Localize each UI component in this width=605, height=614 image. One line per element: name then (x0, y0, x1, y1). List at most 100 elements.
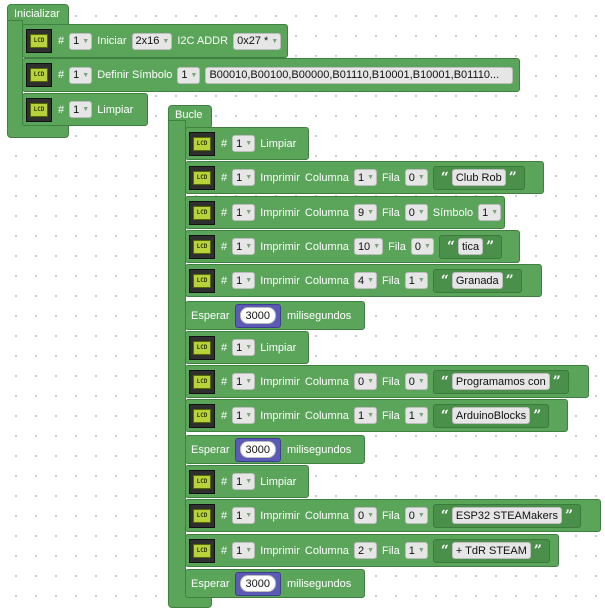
action-label: Imprimir (260, 409, 300, 422)
lcd-clear-block[interactable]: LCD # 1▼ Limpiar (22, 93, 148, 126)
wait-block[interactable]: Esperar 3000 milisegundos (185, 569, 365, 598)
row-label: Fila (388, 240, 406, 253)
lcd-print-block[interactable]: LCD # 1▼ Imprimir Columna 2▼ Fila 1▼ “+ … (185, 534, 559, 567)
ms-value[interactable]: 3000 (239, 575, 277, 592)
text-block[interactable]: “Club Rob” (432, 165, 525, 190)
lcd-number-dropdown[interactable]: 1▼ (69, 66, 93, 84)
text-value[interactable]: ArduinoBlocks (451, 407, 531, 424)
text-value[interactable]: + TdR STEAM (451, 542, 531, 559)
wait-block[interactable]: Esperar 3000 milisegundos (185, 435, 365, 464)
lcd-print-block[interactable]: LCD # 1▼ Imprimir Columna 1▼ Fila 0▼ “Cl… (185, 161, 544, 194)
row-dropdown[interactable]: 0▼ (404, 373, 428, 390)
row-dropdown[interactable]: 0▼ (404, 204, 428, 221)
quote-open-icon: “ (440, 169, 449, 186)
lcd-number-dropdown[interactable]: 1▼ (232, 339, 256, 356)
symbol-dropdown[interactable]: 1▼ (478, 204, 502, 221)
text-block[interactable]: “Programamos con” (432, 369, 569, 394)
text-value[interactable]: Club Rob (451, 169, 506, 186)
lcd-number-dropdown[interactable]: 1▼ (232, 473, 256, 490)
text-block[interactable]: “ArduinoBlocks” (432, 403, 550, 428)
text-block[interactable]: “ESP32 STEAMakers” (432, 503, 582, 528)
lcd-number-dropdown[interactable]: 1▼ (232, 135, 256, 152)
column-dropdown[interactable]: 1▼ (353, 407, 377, 424)
lcd-number-dropdown[interactable]: 1▼ (232, 373, 256, 390)
chevron-down-icon: ▼ (245, 140, 253, 147)
lcd-icon: LCD (189, 200, 215, 225)
text-value[interactable]: tica (457, 238, 484, 255)
row-label: Fila (382, 409, 400, 422)
unit-label: milisegundos (287, 443, 352, 456)
text-block[interactable]: “tica” (438, 234, 503, 259)
row-dropdown[interactable]: 1▼ (404, 542, 428, 559)
ms-value[interactable]: 3000 (239, 441, 277, 458)
action-label: Imprimir (260, 206, 300, 219)
row-dropdown[interactable]: 0▼ (404, 169, 428, 186)
row-dropdown[interactable]: 1▼ (404, 272, 428, 289)
size-dropdown[interactable]: 2x16▼ (131, 32, 173, 50)
quote-close-icon: ” (508, 169, 517, 186)
addr-dropdown[interactable]: 0x27 *▼ (233, 32, 282, 50)
column-dropdown[interactable]: 1▼ (353, 169, 377, 186)
lcd-number-dropdown[interactable]: 1▼ (69, 101, 93, 118)
lcd-print-block[interactable]: LCD # 1▼ Imprimir Columna 0▼ Fila 0▼ “ES… (185, 499, 601, 532)
lcd-print-block[interactable]: LCD # 1▼ Imprimir Columna 1▼ Fila 1▼ “Ar… (185, 399, 568, 432)
chevron-down-icon: ▼ (245, 512, 253, 519)
lcd-clear-block[interactable]: LCD # 1▼ Limpiar (185, 127, 309, 160)
lcd-print-block[interactable]: LCD # 1▼ Imprimir Columna 0▼ Fila 0▼ “Pr… (185, 365, 589, 398)
text-block[interactable]: “+ TdR STEAM” (432, 538, 550, 563)
text-block[interactable]: “Granada” (432, 268, 522, 293)
lcd-number-dropdown[interactable]: 1▼ (232, 407, 256, 424)
row-dropdown[interactable]: 1▼ (404, 407, 428, 424)
column-label: Columna (304, 544, 349, 557)
lcd-clear-block[interactable]: LCD # 1▼ Limpiar (185, 465, 309, 498)
number-block[interactable]: 3000 (234, 437, 282, 462)
chevron-down-icon: ▼ (245, 412, 253, 419)
unit-label: milisegundos (287, 577, 352, 590)
chevron-down-icon: ▼ (245, 209, 253, 216)
lcd-number-dropdown[interactable]: 1▼ (232, 507, 256, 524)
column-dropdown[interactable]: 0▼ (353, 507, 377, 524)
chevron-down-icon: ▼ (367, 378, 374, 385)
lcd-number-dropdown[interactable]: 1▼ (232, 238, 256, 255)
quote-close-icon: ” (564, 507, 574, 524)
chevron-down-icon: ▼ (423, 243, 431, 250)
action-label: Imprimir (260, 544, 300, 557)
lcd-number-dropdown[interactable]: 1▼ (69, 32, 93, 50)
lcd-number-dropdown[interactable]: 1▼ (232, 169, 256, 186)
column-dropdown[interactable]: 4▼ (353, 272, 377, 289)
text-value[interactable]: Programamos con (451, 373, 550, 390)
lcd-define-symbol-block[interactable]: LCD # 1▼ Definir Símbolo 1▼ B00010,B0010… (22, 58, 520, 92)
column-dropdown[interactable]: 10▼ (353, 238, 384, 255)
setup-footer (7, 124, 69, 138)
lcd-number-dropdown[interactable]: 1▼ (232, 272, 256, 289)
text-value[interactable]: ESP32 STEAMakers (451, 507, 562, 524)
row-dropdown[interactable]: 0▼ (410, 238, 434, 255)
symbol-bits-field[interactable]: B00010,B00100,B00000,B01110,B10001,B1000… (205, 66, 514, 84)
row-dropdown[interactable]: 0▼ (404, 507, 428, 524)
column-dropdown[interactable]: 0▼ (353, 373, 377, 390)
wait-label: Esperar (191, 309, 230, 322)
lcd-icon: LCD (189, 369, 215, 394)
lcd-print-block[interactable]: LCD # 1▼ Imprimir Columna 4▼ Fila 1▼ “Gr… (185, 264, 542, 297)
number-block[interactable]: 3000 (234, 571, 282, 596)
symbol-dropdown[interactable]: 1▼ (177, 66, 201, 84)
lcd-number-dropdown[interactable]: 1▼ (232, 204, 256, 221)
wait-block[interactable]: Esperar 3000 milisegundos (185, 301, 365, 330)
ms-value[interactable]: 3000 (239, 307, 277, 324)
lcd-number-dropdown[interactable]: 1▼ (232, 542, 256, 559)
column-dropdown[interactable]: 9▼ (353, 204, 377, 221)
action-label: Imprimir (260, 274, 300, 287)
chevron-down-icon: ▼ (190, 71, 198, 79)
number-block[interactable]: 3000 (234, 303, 282, 328)
quote-open-icon: “ (440, 272, 449, 289)
symbol-label: Símbolo (432, 206, 474, 219)
lcd-clear-block[interactable]: LCD # 1▼ Limpiar (185, 331, 309, 364)
lcd-print-block[interactable]: LCD # 1▼ Imprimir Columna 10▼ Fila 0▼ “t… (185, 230, 520, 263)
lcd-print-symbol-block[interactable]: LCD # 1▼ Imprimir Columna 9▼ Fila 0▼ Sím… (185, 196, 505, 229)
lcd-init-block[interactable]: LCD # 1▼ Iniciar 2x16▼ I2C ADDR 0x27 *▼ (22, 24, 288, 58)
text-value[interactable]: Granada (451, 272, 503, 289)
action-label: Limpiar (260, 137, 297, 150)
column-dropdown[interactable]: 2▼ (353, 542, 377, 559)
quote-open-icon: “ (440, 542, 449, 559)
quote-open-icon: “ (440, 373, 449, 390)
